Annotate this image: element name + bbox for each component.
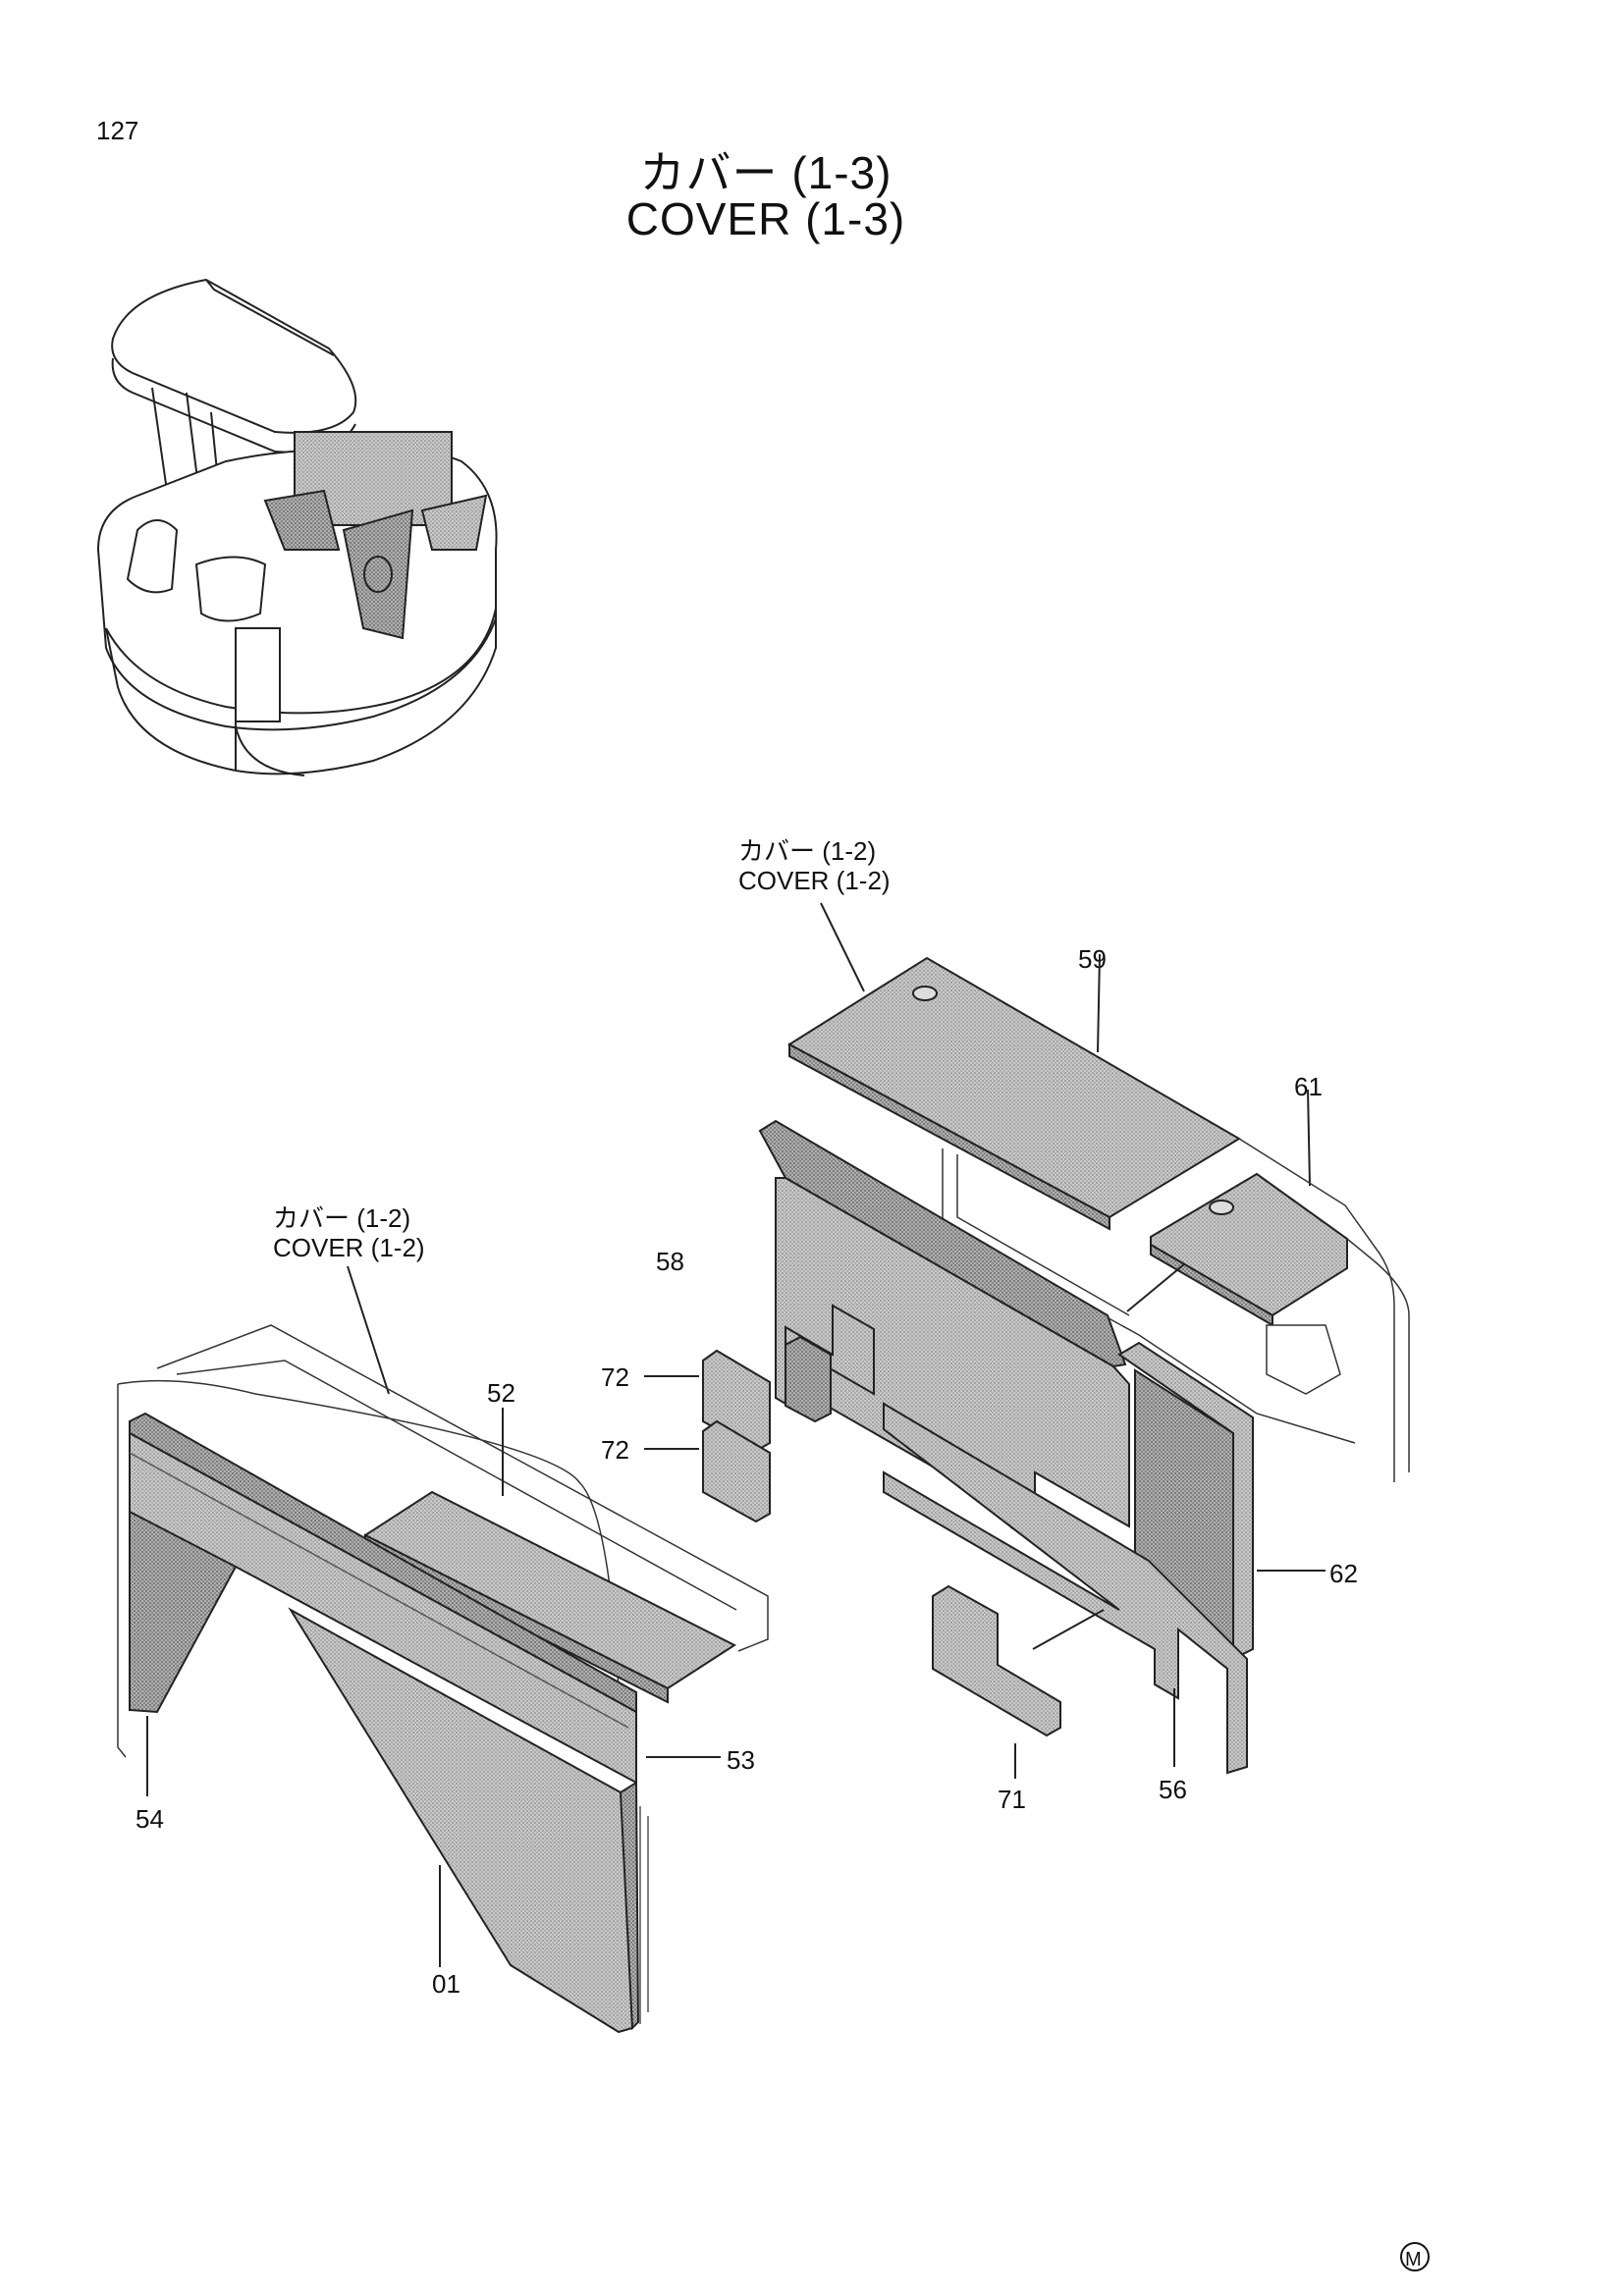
callout-53: 53 [727, 1745, 755, 1775]
maker-mark-letter: M [1405, 2249, 1422, 2270]
machine-overview-illustration [96, 278, 498, 776]
part-61-small-panel [1150, 1089, 1348, 1327]
callout-72-upper: 72 [601, 1362, 629, 1392]
reference-japanese: カバー (1-2) [738, 836, 877, 866]
callout-62: 62 [1329, 1559, 1358, 1588]
part-54-53-01-left-panel [129, 1412, 721, 2034]
reference-english: COVER (1-2) [273, 1233, 425, 1262]
page-title-japanese: カバー (1-3) [639, 147, 893, 198]
callout-71: 71 [998, 1785, 1026, 1814]
reference-cover-1-2-lower: カバー (1-2) COVER (1-2) [273, 1203, 425, 1262]
callout-59: 59 [1078, 944, 1107, 974]
callout-72-lower: 72 [601, 1435, 629, 1465]
reference-cover-1-2-upper: カバー (1-2) COVER (1-2) [738, 836, 891, 895]
callout-58: 58 [656, 1247, 684, 1276]
callout-52: 52 [487, 1378, 515, 1408]
maker-mark-circle-icon [1400, 2242, 1430, 2271]
part-59-top-panel [787, 953, 1241, 1231]
part-71-bracket [932, 1584, 1175, 1779]
reference-japanese: カバー (1-2) [273, 1203, 411, 1233]
callout-01: 01 [432, 1969, 460, 1999]
left-frame-outline [117, 1324, 769, 1758]
maker-mark: M [1400, 2242, 1430, 2272]
left-panel-edge-lines [129, 1452, 649, 2024]
part-72-pads [644, 1335, 832, 1523]
page-title-english: COVER (1-3) [625, 193, 906, 244]
right-frame-outline [942, 1138, 1410, 1482]
reference-english: COVER (1-2) [738, 866, 891, 895]
page-number: 127 [96, 116, 139, 145]
callout-54: 54 [135, 1804, 164, 1834]
callout-56: 56 [1159, 1775, 1187, 1804]
